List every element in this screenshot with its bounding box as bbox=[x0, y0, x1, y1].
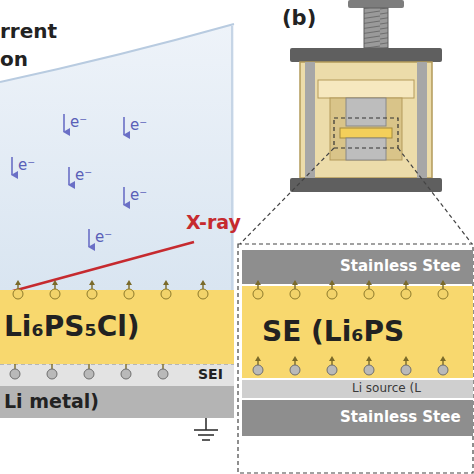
layer-label: SEI bbox=[198, 366, 223, 382]
panel-text: rrent bbox=[0, 20, 57, 43]
sei-layer bbox=[0, 364, 234, 386]
electron-label: e⁻ bbox=[130, 187, 147, 204]
cup-wall bbox=[231, 26, 233, 290]
steel-band: Stainless Stee bbox=[242, 400, 473, 436]
band-label: SE (Li₆PS bbox=[262, 316, 404, 348]
beam-label: X-ray bbox=[186, 212, 241, 234]
electron-label: e⁻ bbox=[130, 117, 147, 134]
panel-text: on bbox=[0, 48, 28, 71]
collector-cup bbox=[0, 24, 234, 290]
band-label: Li source (L bbox=[352, 382, 421, 396]
zoom-lines bbox=[238, 148, 473, 473]
panel-letter: (b) bbox=[282, 6, 316, 30]
electron-label: e⁻ bbox=[75, 167, 92, 184]
band-label: Stainless Stee bbox=[340, 409, 461, 426]
li-source-band: Li source (L bbox=[242, 380, 473, 398]
band-label: Li metal) bbox=[4, 391, 99, 413]
electron-label: e⁻ bbox=[70, 114, 87, 131]
electron-arrows bbox=[12, 114, 124, 247]
electron-label: e⁻ bbox=[18, 157, 35, 174]
band-label: Li₆PS₅Cl) bbox=[4, 311, 140, 343]
electrolyte-band: Li₆PS₅Cl) bbox=[0, 290, 234, 364]
electrolyte-band: SE (Li₆PS bbox=[242, 286, 473, 378]
band-label: Stainless Stee bbox=[340, 258, 461, 275]
li-metal-band: Li metal) bbox=[0, 386, 234, 418]
ground-symbol bbox=[194, 418, 218, 440]
xray-beam bbox=[2, 242, 194, 294]
steel-band: Stainless Stee bbox=[242, 250, 473, 284]
electron-label: e⁻ bbox=[95, 229, 112, 246]
